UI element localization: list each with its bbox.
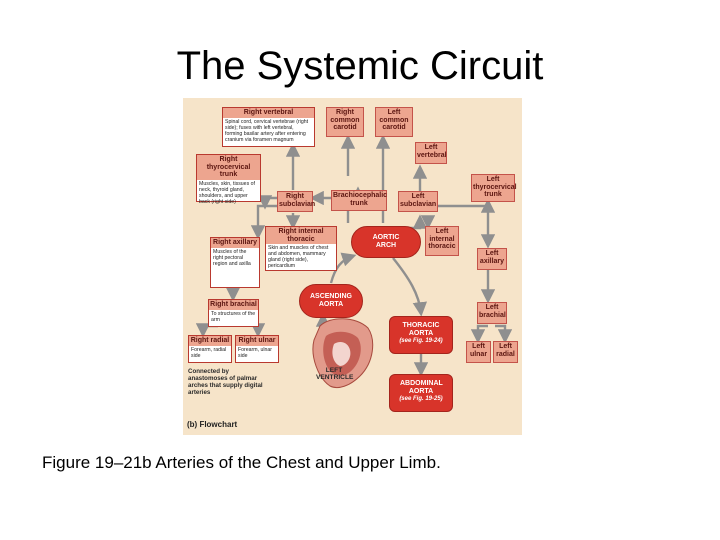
right-brachial-desc: To structures of the arm: [211, 310, 256, 323]
brachiocephalic-label: Brachiocephalic trunk: [331, 190, 387, 211]
arteries-flowchart: Right vertebral Spinal cord, cervical ve…: [183, 98, 522, 435]
right-subclavian-label: Right subclavian: [277, 191, 315, 212]
right-vertebral-box: Right vertebral Spinal cord, cervical ve…: [222, 107, 315, 147]
left-ventricle-label: LEFT VENTRICLE: [316, 367, 354, 381]
left-vertebral-label: Left vertebral: [415, 142, 447, 164]
right-ulnar-label: Right ulnar: [236, 336, 278, 346]
right-brachial-label: Right brachial: [209, 300, 258, 310]
abdominal-aorta: ABDOMINAL AORTA (see Fig. 19-25): [389, 374, 453, 412]
right-ulnar-box: Right ulnar Forearm, ulnar side: [235, 335, 279, 363]
right-vertebral-desc: Spinal cord, cervical vertebrae (right s…: [225, 118, 309, 143]
figure-subtitle: (b) Flowchart: [187, 420, 238, 429]
right-vertebral-label: Right vertebral: [223, 108, 314, 118]
heart-illustration: [312, 318, 374, 389]
right-radial-desc: Forearm, radial side: [191, 346, 227, 359]
right-internal-thoracic-desc: Skin and muscles of chest and abdomen, m…: [268, 245, 329, 270]
right-axillary-box: Right axillary Muscles of the right pect…: [210, 237, 260, 288]
left-ulnar-label: Left ulnar: [466, 341, 491, 363]
left-thyrocervical-label: Left thyrocervical trunk: [471, 174, 517, 202]
left-internal-thoracic-label: Left internal thoracic: [425, 226, 459, 256]
figure-caption: Figure 19‒21b Arteries of the Chest and …: [42, 453, 441, 472]
ascending-aorta: ASCENDING AORTA: [299, 284, 363, 318]
thoracic-aorta-label: THORACIC AORTA: [402, 322, 440, 337]
right-ulnar-desc: Forearm, ulnar side: [238, 346, 273, 359]
left-subclavian-label: Left subclavian: [398, 191, 438, 212]
left-radial-label: Left radial: [493, 341, 518, 363]
right-common-carotid-label: Right common carotid: [326, 107, 364, 137]
right-internal-thoracic-box: Right internal thoracic Skin and muscles…: [265, 226, 337, 271]
aortic-arch: AORTIC ARCH: [351, 226, 421, 258]
right-axillary-desc: Muscles of the right pectoral region and…: [213, 248, 251, 267]
left-axillary-label: Left axillary: [477, 248, 507, 270]
right-radial-label: Right radial: [189, 336, 231, 346]
slide-title: The Systemic Circuit: [176, 44, 544, 88]
right-thyrocervical-desc: Muscles, skin, tissues of neck, thyroid …: [199, 180, 255, 206]
right-brachial-box: Right brachial To structures of the arm: [208, 299, 259, 327]
right-internal-thoracic-label: Right internal thoracic: [266, 227, 336, 245]
right-thyrocervical-label: Right thyrocervical trunk: [197, 155, 260, 180]
right-thyrocervical-box: Right thyrocervical trunk Muscles, skin,…: [196, 154, 261, 205]
right-radial-box: Right radial Forearm, radial side: [188, 335, 232, 363]
abdominal-aorta-ref: (see Fig. 19-25): [399, 396, 443, 402]
thoracic-aorta: THORACIC AORTA (see Fig. 19-24): [389, 316, 453, 354]
abdominal-aorta-label: ABDOMINAL AORTA: [400, 380, 443, 395]
anastomoses-note: Connected by anastomoses of palmar arche…: [188, 368, 263, 396]
thoracic-aorta-ref: (see Fig. 19-24): [399, 338, 443, 344]
left-brachial-label: Left brachial: [477, 302, 507, 324]
right-axillary-label: Right axillary: [211, 238, 259, 248]
left-common-carotid-label: Left common carotid: [375, 107, 413, 137]
